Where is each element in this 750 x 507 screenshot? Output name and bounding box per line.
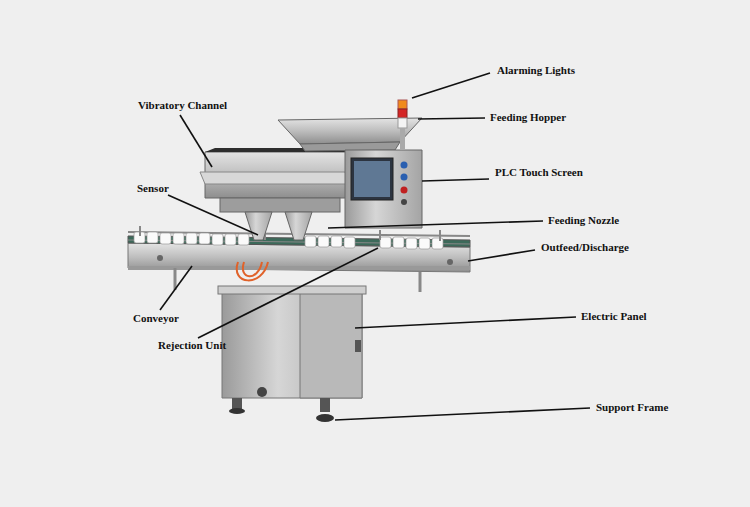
alarm-tower-light xyxy=(398,100,407,150)
support-frame xyxy=(218,286,366,422)
feeding-nozzles xyxy=(245,212,312,240)
leader-lines xyxy=(160,73,590,420)
part-label: Rejection Unit xyxy=(158,339,226,352)
control-panel xyxy=(345,150,422,228)
part-label: Outfeed/Discharge xyxy=(541,241,629,254)
part-label: Alarming Lights xyxy=(497,64,575,77)
part-label: Sensor xyxy=(137,182,169,195)
bottles xyxy=(134,232,443,249)
part-label: Feeding Hopper xyxy=(490,111,566,124)
feeding-hopper xyxy=(278,118,422,151)
part-label: Feeding Nozzle xyxy=(548,214,619,227)
part-label: Electric Panel xyxy=(581,310,647,323)
part-label: PLC Touch Screen xyxy=(495,166,583,179)
part-label: Vibratory Channel xyxy=(138,99,227,112)
vibratory-channel xyxy=(200,148,350,212)
air-tubes xyxy=(237,262,268,280)
part-label: Support Frame xyxy=(596,401,668,414)
part-label: Conveyor xyxy=(133,312,179,325)
